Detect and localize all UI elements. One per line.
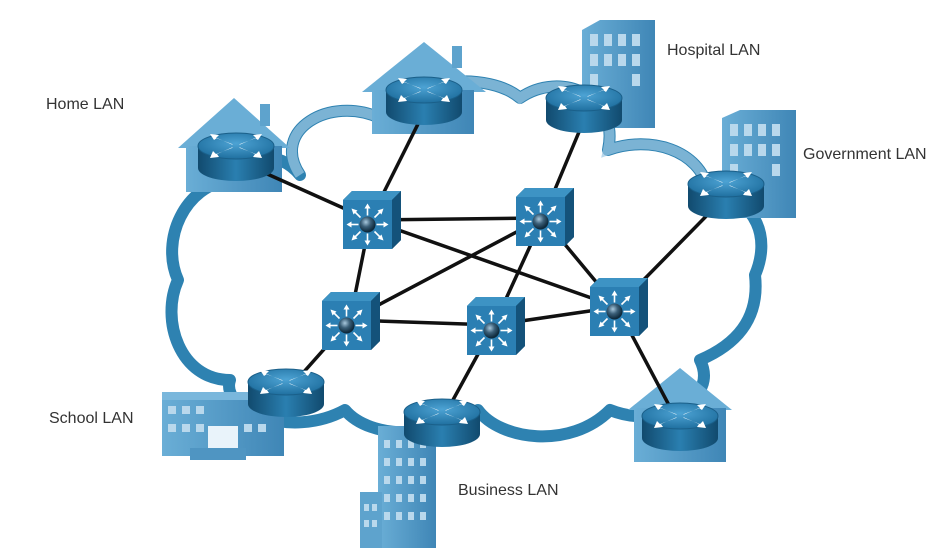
government-lan-router-icon [687,170,765,220]
southeast-house-router-icon [641,402,719,452]
business-lan-label: Business LAN [458,482,559,499]
hospital-lan-router-icon [545,84,623,134]
hospital-lan-label: Hospital LAN [667,42,761,59]
core-switch-5-icon [589,277,649,337]
home-lan-router-icon [197,132,275,182]
core-switch-2-icon [515,187,575,247]
core-switch-4-icon [466,296,526,356]
core-switch-1-icon [342,190,402,250]
business-lan-router-icon [403,398,481,448]
house-router-icon [385,76,463,126]
business-building-icon [360,426,436,548]
home-lan-label: Home LAN [46,96,125,113]
core-switch-3-icon [321,291,381,351]
school-lan-label: School LAN [49,410,134,427]
school-lan-router-icon [247,368,325,418]
government-lan-label: Government LAN [803,146,927,163]
